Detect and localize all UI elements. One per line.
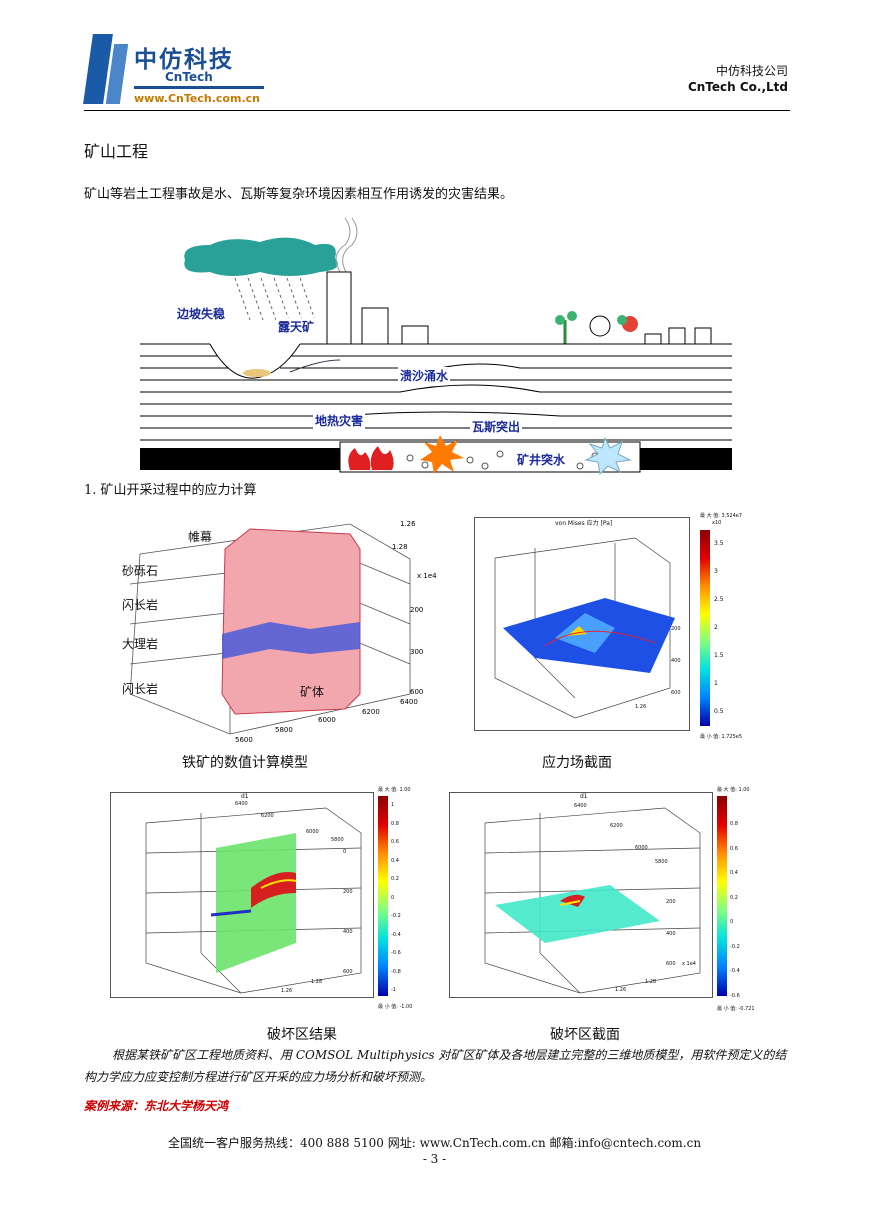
svg-text:200: 200	[410, 606, 423, 614]
orebody	[222, 622, 360, 659]
logo-url: www.CnTech.com.cn	[134, 92, 260, 105]
damage-plot-frame: d1 6400 6200 6000 5800 0 200 400 600 1.2…	[110, 792, 374, 998]
open-pit	[209, 343, 301, 379]
footer-contact: 全国统一客户服务热线：400 888 5100 网址: www.CnTech.c…	[167, 1136, 702, 1150]
header-rule	[84, 110, 790, 111]
label-marble: 大理岩	[122, 637, 159, 651]
label-gas: 瓦斯突出	[470, 418, 523, 435]
page-number: - 3 -	[422, 1152, 447, 1166]
damage-colorbar	[378, 796, 388, 996]
logo-text-en: CnTech	[165, 70, 213, 84]
label-sand: 溃沙涌水	[398, 367, 451, 384]
stress-plot-frame: von Mises 应力 [Pa] 200 400 600 1.26	[474, 517, 690, 731]
caption-model: 铁矿的数值计算模型	[182, 755, 308, 771]
logo-text-cn: 中仿科技	[134, 47, 234, 73]
label-openpit: 露天矿	[276, 318, 317, 335]
damage-max: 最 大 值: 1.00	[378, 787, 411, 793]
page-title: 矿山工程	[84, 142, 149, 161]
svg-text:5800: 5800	[275, 726, 293, 734]
section-heading-1: 1. 矿山开采过程中的应力计算	[84, 483, 257, 498]
svg-text:6200: 6200	[362, 708, 380, 716]
stress-colorbar	[700, 530, 710, 726]
explosion-icon	[420, 435, 464, 474]
intro-text: 矿山等岩土工程事故是水、瓦斯等复杂环境因素相互作用诱发的灾害结果。	[84, 187, 514, 202]
logo-divider	[134, 86, 264, 89]
rain	[234, 277, 316, 321]
svg-text:1.28: 1.28	[392, 543, 408, 551]
label-water: 矿井突水	[515, 451, 568, 468]
caption-stress: 应力场截面	[542, 755, 612, 771]
label-diorite-2: 闪长岩	[122, 682, 159, 696]
svg-text:600: 600	[410, 688, 423, 696]
base-layer-left	[140, 448, 340, 470]
fire-icon	[348, 448, 371, 470]
stress-max: 最 大 值: 3.524e7	[700, 513, 743, 519]
svg-text:5600: 5600	[235, 736, 253, 744]
caption-damage-section: 破坏区截面	[550, 1027, 620, 1043]
label-curtain: 帷幕	[188, 530, 213, 544]
stress-min: 最 小 值: 1.725e5	[700, 734, 743, 740]
curtain-wall	[221, 528, 361, 715]
damage-section-plot	[484, 807, 701, 994]
svg-text:300: 300	[410, 648, 423, 656]
caption-damage: 破坏区结果	[267, 1027, 337, 1043]
svg-text:6000: 6000	[318, 716, 336, 724]
label-slope: 边坡失稳	[175, 305, 228, 322]
damage-section-min: 最 小 值: -0.721	[717, 1006, 755, 1012]
label-gravel: 砂砾石	[122, 564, 159, 578]
pit-deposit	[243, 369, 271, 377]
company-name-en: CnTech Co.,Ltd	[687, 80, 788, 94]
damage-min: 最 小 值: -1.00	[378, 1004, 413, 1010]
svg-text:1.26: 1.26	[400, 520, 416, 528]
mining-hazard-illustration	[140, 217, 732, 476]
label-orebody: 矿体	[300, 685, 325, 699]
trees	[555, 311, 638, 344]
damage-section-colorbar	[717, 796, 727, 996]
stress-exp: x10	[712, 520, 722, 526]
damage-plot	[145, 807, 362, 994]
chimney-building	[326, 271, 352, 345]
cloud	[184, 237, 338, 276]
damage-section-plot-frame: d1 6400 6200 6000 5800 200 400 600 x 1e4…	[449, 792, 713, 998]
damage-section-plane	[495, 885, 660, 943]
smoke	[335, 217, 358, 273]
body-paragraph: 根据某铁矿矿区工程地质资料、用 COMSOL Multiphysics 对矿区矿…	[84, 1048, 787, 1084]
base-layer-right	[640, 448, 732, 470]
strata	[140, 343, 732, 441]
model-figure: 1.26 1.28 x 1e4 200 300 600 6400 6200 60…	[129, 520, 437, 744]
company-name-cn: 中仿科技公司	[715, 64, 788, 78]
case-source: 案例来源：东北大学杨天鸿	[84, 1099, 229, 1113]
svg-text:x 1e4: x 1e4	[417, 572, 437, 580]
water-burst-icon	[584, 436, 632, 476]
damage-section-max: 最 大 值: 1.00	[717, 787, 750, 793]
stress-plot	[494, 537, 675, 719]
label-diorite-1: 闪长岩	[122, 598, 159, 612]
svg-text:6400: 6400	[400, 698, 418, 706]
label-geothermal: 地热灾害	[313, 412, 366, 429]
